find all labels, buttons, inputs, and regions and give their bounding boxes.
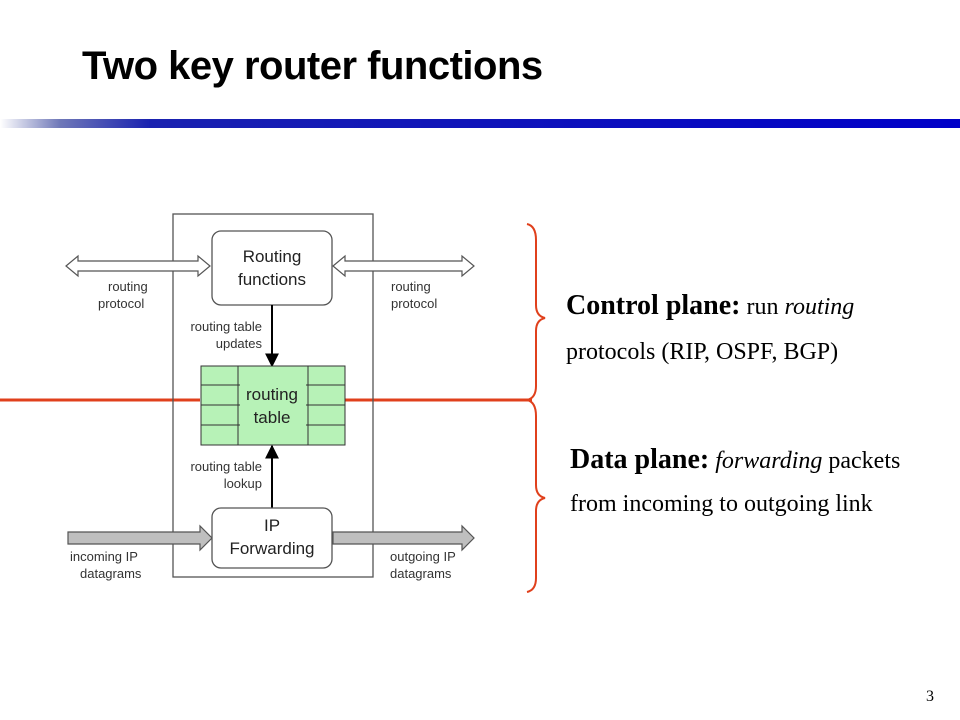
router-box: [172, 213, 374, 578]
routing-protocol-left-1: routing: [108, 279, 148, 294]
ip-forwarding-box: [211, 507, 333, 569]
routing-functions-label-1: Routing: [243, 247, 302, 266]
outgoing-label-1: outgoing IP: [390, 549, 456, 564]
outgoing-label-2: datagrams: [390, 566, 452, 581]
routing-protocol-right-2: protocol: [391, 296, 437, 311]
routing-table-label-2: table: [254, 408, 291, 427]
control-plane-lead: Control plane:: [566, 290, 741, 321]
control-plane-brace: [526, 223, 546, 401]
incoming-label-2: datagrams: [80, 566, 142, 581]
data-plane-brace: [526, 399, 546, 593]
slide-title: Two key router functions: [82, 44, 543, 88]
routing-table-label-1: routing: [246, 385, 298, 404]
control-plane-text-1: run: [740, 294, 785, 320]
routing-functions-label-2: functions: [238, 270, 306, 289]
control-plane-text-2: protocols (RIP, OSPF, BGP): [566, 339, 839, 365]
page-number: 3: [926, 688, 934, 705]
lookup-label-2: lookup: [224, 476, 262, 491]
control-plane-italic: routing: [784, 294, 855, 320]
data-plane-italic: forwarding: [715, 448, 823, 474]
outgoing-datagram-arrow: [332, 524, 475, 552]
routing-protocol-right-arrow: [332, 254, 475, 278]
ip-forwarding-label-1: IP: [264, 516, 280, 535]
ip-forwarding-label-2: Forwarding: [229, 539, 314, 558]
routing-protocol-right-1: routing: [391, 279, 431, 294]
updates-label-1: routing table: [190, 319, 262, 334]
control-plane-description: Control plane: run routing protocols (RI…: [566, 283, 896, 375]
title-rule: [0, 119, 960, 128]
incoming-datagram-arrow: [67, 524, 213, 552]
incoming-label-1: incoming IP: [70, 549, 138, 564]
data-plane-text: packets from incoming to outgoing link: [570, 448, 901, 517]
lookup-label-1: routing table: [190, 459, 262, 474]
data-plane-description: Data plane: forwarding packets from inco…: [570, 438, 915, 526]
routing-protocol-left-arrow: [65, 254, 211, 278]
data-plane-lead: Data plane:: [570, 444, 710, 475]
routing-protocol-left-2: protocol: [98, 296, 144, 311]
routing-functions-box: [211, 230, 333, 306]
routing-table: [200, 365, 346, 446]
updates-label-2: updates: [216, 336, 263, 351]
